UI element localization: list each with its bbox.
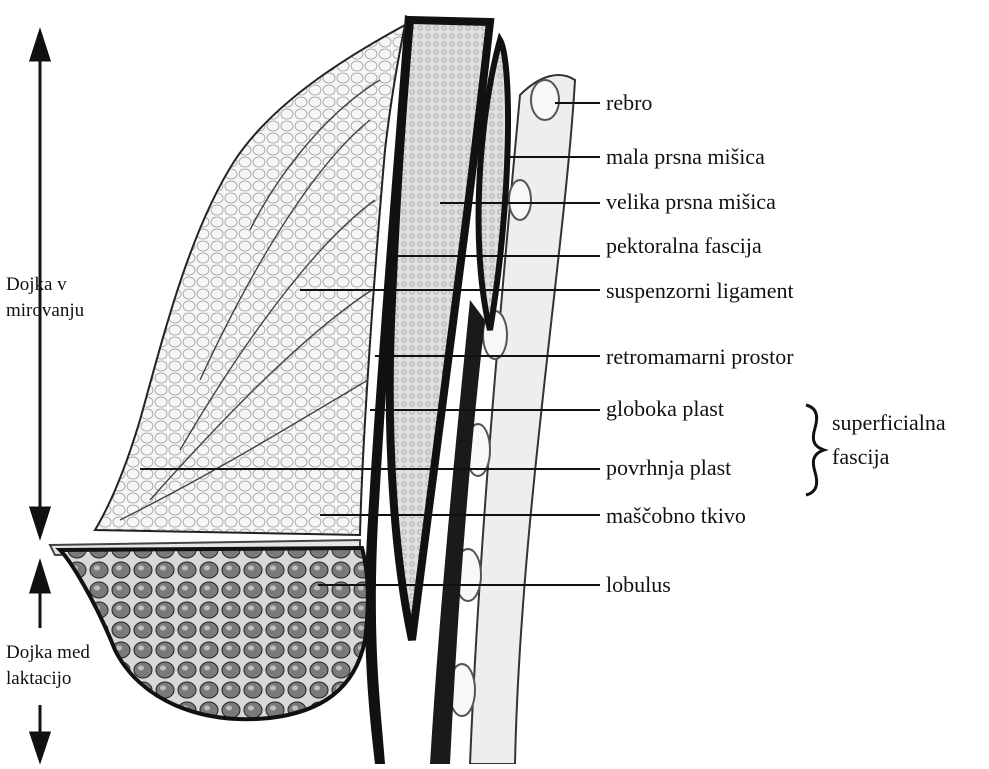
label-suspenzorni-ligament: suspenzorni ligament bbox=[606, 280, 794, 302]
rest-label-line2: mirovanju bbox=[6, 298, 84, 323]
label-velika-prsna-misica: velika prsna mišica bbox=[606, 191, 776, 213]
fascia-brace bbox=[806, 405, 824, 495]
label-lobulus: lobulus bbox=[606, 574, 671, 596]
lactation-label-line1: Dojka med bbox=[6, 640, 90, 665]
rest-label-line1: Dojka v bbox=[6, 272, 67, 297]
brace-label-line2: fascija bbox=[832, 442, 889, 472]
label-retromamarni-prostor: retromamarni prostor bbox=[606, 346, 794, 368]
brace-label-line1: superficialna bbox=[832, 408, 946, 438]
label-rebro: rebro bbox=[606, 92, 652, 114]
label-povrhnja-plast: povrhnja plast bbox=[606, 457, 731, 479]
label-mala-prsna-misica: mala prsna mišica bbox=[606, 146, 765, 168]
label-pektoralna-fascija: pektoralna fascija bbox=[606, 235, 762, 257]
lactation-label-line2: laktacijo bbox=[6, 666, 71, 691]
label-globoka-plast: globoka plast bbox=[606, 398, 724, 420]
label-mascobno-tkivo: maščobno tkivo bbox=[606, 505, 746, 527]
lactating-breast-tissue bbox=[60, 548, 368, 719]
